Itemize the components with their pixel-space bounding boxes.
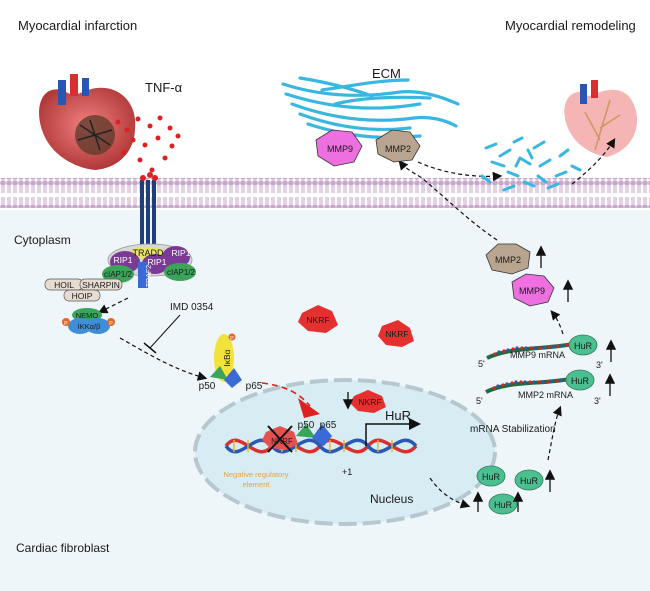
p50-label-cytoplasm: p50 — [199, 381, 216, 392]
ecm-label: ECM — [372, 66, 401, 81]
arrow-nucleus-to-hur — [429, 477, 471, 509]
mmp9-five-prime: 5' — [478, 359, 485, 369]
nfkb-translocation-arrow — [261, 382, 311, 407]
ikk-label: IKKα/β — [78, 322, 102, 331]
rip1-label-right: RIP1 — [148, 257, 167, 267]
myocardial-remodeling-label: Myocardial remodeling — [505, 18, 636, 33]
mmp9-label-cytoplasm: MMP9 — [519, 286, 545, 296]
hur-label-1: HuR — [482, 472, 501, 482]
mmp2-five-prime: 5' — [476, 396, 483, 406]
phospho-ikk-left: P — [64, 321, 68, 327]
tnf-alpha-label: TNF-α — [145, 80, 183, 95]
imd-inhibition-bar — [143, 342, 157, 354]
nkrf-dna-bound — [262, 425, 298, 453]
nfkb-nuclear — [296, 424, 332, 446]
hur-label-mmp2: HuR — [571, 376, 590, 386]
ciap-left — [102, 265, 134, 283]
mmp2-protein-extracellular — [375, 129, 421, 163]
nkrf-cytoplasm-2 — [378, 320, 414, 347]
nkrf-label-1: NKRF — [306, 315, 329, 325]
negative-element-line1: Negative regulatory — [223, 470, 288, 479]
mmp2-label-cytoplasm: MMP2 — [495, 255, 521, 265]
mmp9-protein-cytoplasm — [511, 273, 555, 307]
mmp9-three-prime: 3' — [596, 360, 603, 370]
arrow-mrna-to-mmp — [550, 310, 564, 335]
phospho-ikk-right: P — [109, 321, 113, 327]
nkrf-nuclear — [350, 390, 386, 413]
ciap-label-right: cIAP1/2 — [167, 268, 196, 277]
arrow-complex-to-ikk — [97, 297, 129, 314]
degraded-ecm-fragments — [480, 136, 582, 192]
mrna-stabilization-label: mRNA Stabilization — [470, 424, 556, 435]
ikb-label: IκBα — [222, 349, 232, 366]
hur-label-mmp9: HuR — [574, 341, 593, 351]
ikk-complex — [62, 308, 115, 334]
nemo-label: NEMO — [76, 311, 99, 320]
p65-label-nuclear: p65 — [320, 420, 337, 431]
receptor-signaling-complex — [102, 243, 196, 288]
tnf-receptor — [140, 172, 158, 248]
arrow-ikk-to-nfkb — [119, 337, 208, 381]
mmp2-three-prime: 3' — [594, 396, 601, 406]
nkrf-label-2: NKRF — [385, 329, 408, 339]
traf2-label: TRAF2 — [146, 265, 153, 287]
hur-gene-label: HuR — [385, 408, 411, 423]
mmp2-mrna-label: MMP2 mRNA — [518, 390, 573, 400]
hur-label-2: HuR — [520, 476, 539, 486]
phospho-ikb: P — [230, 336, 234, 342]
p65-label-cytoplasm: p65 — [246, 381, 263, 392]
ecm-fibers — [281, 76, 460, 140]
hoil-label: HOIL — [54, 280, 74, 290]
rip1-label-right-upper: RIP1 — [172, 248, 191, 258]
tradd-label: TRADD — [133, 248, 164, 258]
nucleus — [193, 378, 497, 526]
ciap-right — [164, 263, 196, 281]
p50-label-nuclear: p50 — [298, 420, 315, 431]
ciap-label-left: cIAP1/2 — [104, 270, 133, 279]
mmp2-protein-cytoplasm — [485, 243, 531, 275]
imd-inhibition-line — [149, 314, 181, 349]
hur-protein-cluster — [476, 465, 544, 515]
mmp9-protein-extracellular — [315, 129, 363, 167]
myocardial-infarction-label: Myocardial infarction — [18, 18, 137, 33]
ikb-nfkb-complex — [210, 333, 242, 388]
mmp9-mrna — [486, 334, 598, 360]
cytoplasm-label: Cytoplasm — [14, 233, 71, 247]
hoip-label: HOIP — [72, 291, 93, 301]
traf2 — [138, 262, 148, 288]
imd-label: IMD 0354 — [170, 302, 214, 313]
rip1-label-left: RIP1 — [114, 255, 133, 265]
mmp9-mrna-label: MMP9 mRNA — [510, 350, 565, 360]
plus-one-label: +1 — [342, 467, 352, 477]
nkrf-cytoplasm-1 — [298, 305, 338, 333]
arrow-ecm-to-remodeling — [571, 137, 616, 185]
tnf-alpha-ligands — [115, 115, 181, 173]
lubac-complex — [44, 278, 123, 302]
remodeled-heart-icon — [564, 80, 638, 157]
cell-membrane — [0, 178, 650, 208]
negative-element-line2: element — [243, 480, 271, 489]
hur-label-3: HuR — [494, 500, 513, 510]
arrow-hur-to-mrna — [547, 405, 562, 461]
nkrf-label-nuclear: NKRF — [358, 397, 381, 407]
rip1-right-upper — [162, 246, 190, 268]
rip1-right — [142, 254, 168, 274]
mmp9-label-extracellular: MMP9 — [327, 144, 353, 154]
sharpin-label: SHARPIN — [82, 280, 120, 290]
dna-helix — [224, 438, 418, 454]
mmp2-mrna — [485, 369, 595, 394]
mmp2-label-extracellular: MMP2 — [385, 144, 411, 154]
nfkb-translocation-arrowhead — [298, 398, 320, 418]
hur-transcription-arrow — [365, 418, 421, 446]
nkrf-label-dna: NKRF — [271, 437, 293, 446]
nucleus-label: Nucleus — [370, 492, 413, 506]
infarcted-heart-icon — [39, 74, 136, 170]
arrow-mmp-to-ecm-degradation — [417, 161, 503, 182]
cardiac-fibroblast-label: Cardiac fibroblast — [16, 541, 110, 555]
